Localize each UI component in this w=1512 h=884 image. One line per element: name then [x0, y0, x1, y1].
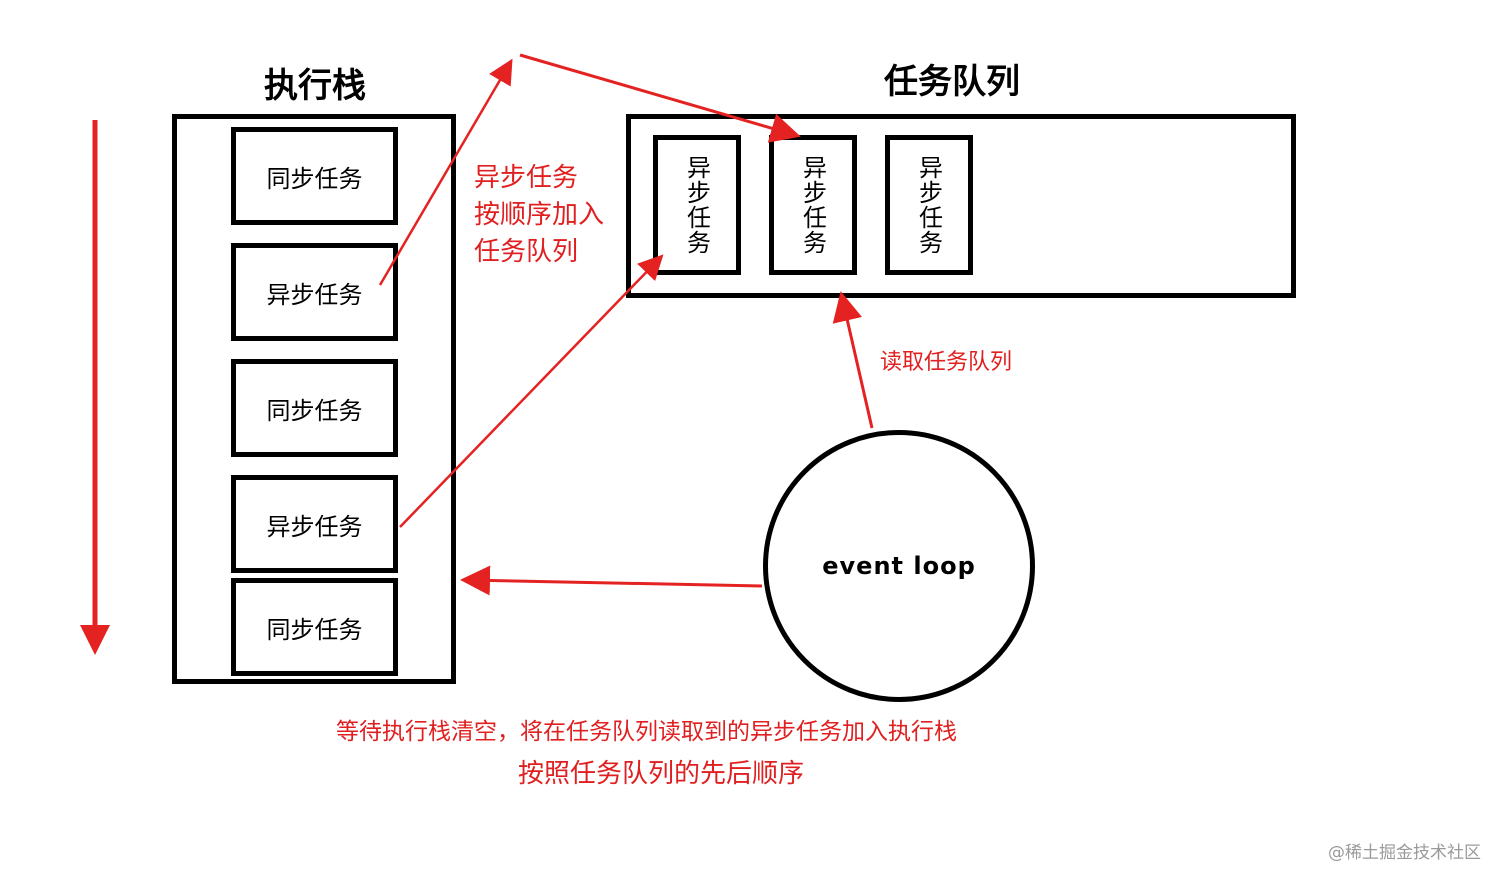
task-queue-frame [626, 114, 1296, 298]
async-add-note-line-2: 按顺序加入 [474, 200, 605, 230]
exec-stack-task-3: 同步任务 [231, 359, 398, 457]
queue-task-1: 异步任务 [653, 135, 741, 275]
async-add-note: 异步任务 按顺序加入 任务队列 [474, 160, 604, 271]
async-add-note-line-3: 任务队列 [474, 237, 579, 267]
queue-task-3: 异步任务 [885, 135, 973, 275]
exec-stack-task-1: 同步任务 [231, 127, 398, 225]
queue-task-2: 异步任务 [769, 135, 857, 275]
bottom-note-line-2: 按照任务队列的先后顺序 [518, 759, 805, 789]
read-queue-note: 读取任务队列 [880, 350, 1013, 375]
push-to-stack-arrow [460, 565, 763, 596]
task-queue-title: 任务队列 [884, 62, 1020, 102]
event-loop-circle: event loop [763, 430, 1035, 702]
bottom-note-line-1: 等待执行栈清空，将在任务队列读取到的异步任务加入执行栈 [336, 719, 957, 745]
queue-task-3-label: 异步任务 [914, 155, 943, 255]
exec-stack-task-4: 异步任务 [231, 475, 398, 573]
watermark: @稀土掘金技术社区 [1328, 843, 1481, 863]
queue-task-1-label: 异步任务 [682, 155, 711, 255]
exec-stack-title: 执行栈 [264, 66, 366, 106]
event-loop-label: event loop [822, 552, 976, 580]
exec-stack-task-5: 同步任务 [231, 578, 398, 676]
exec-stack-task-2: 异步任务 [231, 243, 398, 341]
queue-task-2-label: 异步任务 [798, 155, 827, 255]
async-add-note-line-1: 异步任务 [474, 163, 579, 193]
read-queue-arrow [832, 291, 874, 429]
